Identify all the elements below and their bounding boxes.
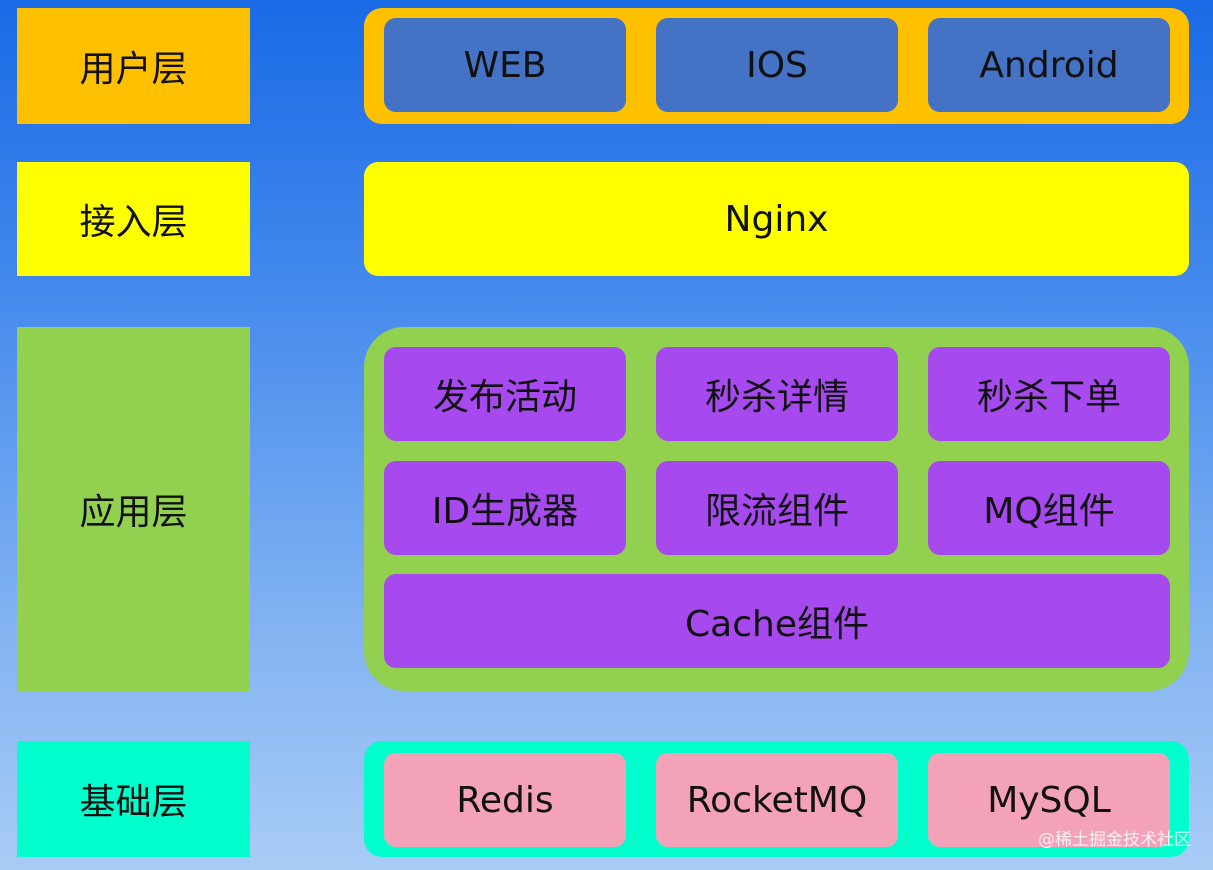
client-ios-box: IOS xyxy=(656,18,898,112)
publish-activity-box: 发布活动 xyxy=(384,347,626,441)
access-layer-group: Nginx xyxy=(364,162,1189,276)
client-android-box: Android xyxy=(928,18,1170,112)
id-generator-box: ID生成器 xyxy=(384,461,626,555)
redis-box: Redis xyxy=(384,753,626,847)
base-layer-label: 基础层 xyxy=(17,741,250,857)
seckill-order-box: 秒杀下单 xyxy=(928,347,1170,441)
watermark-text: @稀土掘金技术社区 xyxy=(1038,830,1191,850)
mq-component-box: MQ组件 xyxy=(928,461,1170,555)
application-layer-group: 发布活动 秒杀详情 秒杀下单 ID生成器 限流组件 MQ组件 Cache组件 xyxy=(364,327,1189,691)
base-layer-group: Redis RocketMQ MySQL xyxy=(364,741,1189,857)
client-web-box: WEB xyxy=(384,18,626,112)
nginx-box: Nginx xyxy=(724,198,829,240)
seckill-detail-box: 秒杀详情 xyxy=(656,347,898,441)
access-layer-label: 接入层 xyxy=(17,162,250,276)
mysql-box: MySQL xyxy=(928,753,1170,847)
rate-limit-component-box: 限流组件 xyxy=(656,461,898,555)
user-layer-label: 用户层 xyxy=(17,8,250,124)
application-layer-label: 应用层 xyxy=(17,327,250,691)
user-layer-group: WEB IOS Android xyxy=(364,8,1189,124)
cache-component-box: Cache组件 xyxy=(384,574,1170,668)
rocketmq-box: RocketMQ xyxy=(656,753,898,847)
